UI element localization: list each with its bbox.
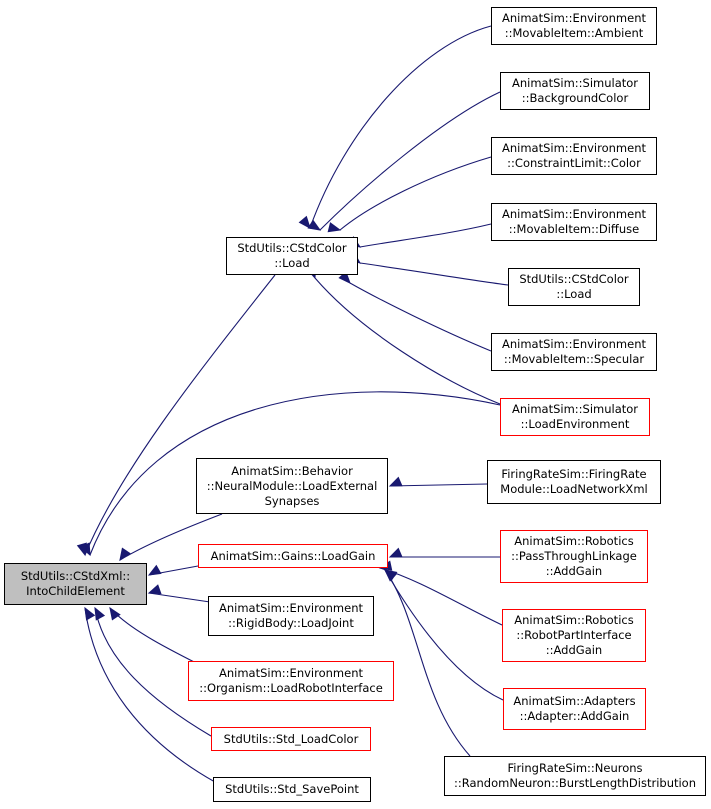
edge-specular <box>349 282 492 352</box>
edge-burst-length-arrowhead <box>383 569 398 581</box>
node-burst-length-line-2: ::RandomNeuron::BurstLengthDistribution <box>453 776 697 790</box>
edge-diffuse <box>359 223 492 248</box>
node-load-network-xml-line-1: FiringRateSim::FiringRate <box>501 467 647 481</box>
edge-burst-length <box>384 569 471 757</box>
node-load-gain[interactable]: AnimatSim::Gains::LoadGain <box>198 544 388 568</box>
edge-load-environment-color <box>314 277 501 405</box>
edge-ambient <box>309 25 492 229</box>
node-background-color-line-2: ::BackgroundColor <box>521 91 629 105</box>
edge-std-save-point-arrowhead <box>84 606 96 621</box>
node-constraint-color[interactable]: AnimatSim::Environment ::ConstraintLimit… <box>491 137 657 175</box>
edge-ambient-arrowhead <box>298 215 311 230</box>
node-cstdcolor-load-2-line-2: ::Load <box>556 287 592 301</box>
node-constraint-color-line-2: ::ConstraintLimit::Color <box>507 156 641 170</box>
node-cstdcolor-load-main[interactable]: StdUtils::CStdColor ::Load <box>226 237 358 275</box>
node-load-environment-line-2: ::LoadEnvironment <box>520 417 630 431</box>
node-load-environment-line-1: AnimatSim::Simulator <box>511 402 639 416</box>
edge-cstdcolor-root-arrowhead <box>76 542 87 557</box>
node-load-external-synapses[interactable]: AnimatSim::Behavior ::NeuralModule::Load… <box>196 458 388 514</box>
node-robot-part-add-gain-line-3: ::AddGain <box>545 643 603 657</box>
node-load-network-xml[interactable]: FiringRateSim::FiringRate Module::LoadNe… <box>487 460 661 504</box>
node-root: StdUtils::CStdXml:: IntoChildElement <box>4 563 147 605</box>
edge-std-save-point <box>84 607 216 783</box>
edge-load-network-xml-arrowhead <box>388 476 403 487</box>
node-constraint-color-line-1: AnimatSim::Environment <box>502 141 646 155</box>
node-adapter-add-gain[interactable]: AnimatSim::Adapters ::Adapter::AddGain <box>503 688 646 730</box>
edge-load-gain-arrowhead <box>147 564 162 576</box>
node-std-load-color-line-1: StdUtils::Std_LoadColor <box>223 731 359 746</box>
node-pass-through-add-gain[interactable]: AnimatSim::Robotics ::PassThroughLinkage… <box>500 530 648 583</box>
node-cstdcolor-load-2-line-1: StdUtils::CStdColor <box>519 272 629 286</box>
edge-adapter <box>384 569 504 701</box>
edge-load-joint <box>148 592 211 603</box>
edge-cstdcolor-load-2 <box>359 262 509 286</box>
edge-constraint-color-arrowhead <box>327 222 342 233</box>
node-cstdcolor-load-main-line-2: ::Load <box>274 256 310 270</box>
node-load-external-synapses-line-3: Synapses <box>264 493 320 508</box>
node-robot-part-add-gain-line-2: ::RobotPartInterface <box>516 628 632 642</box>
edge-cstdcolor-root <box>84 274 276 556</box>
edge-std-load-color-arrowhead <box>94 606 106 621</box>
node-adapter-add-gain-line-2: ::Adapter::AddGain <box>519 709 630 723</box>
edge-load-joint-arrowhead <box>147 584 162 595</box>
edge-load-environment-root <box>89 391 501 556</box>
edge-background-color <box>319 91 501 231</box>
node-pass-through-add-gain-line-3: ::AddGain <box>545 564 603 578</box>
node-pass-through-add-gain-line-2: ::PassThroughLinkage <box>511 549 637 563</box>
node-specular-line-1: AnimatSim::Environment <box>502 337 646 351</box>
node-load-environment[interactable]: AnimatSim::Simulator ::LoadEnvironment <box>500 398 650 436</box>
node-ambient[interactable]: AnimatSim::Environment ::MovableItem::Am… <box>491 7 657 45</box>
node-load-robot-interface-line-1: AnimatSim::Environment <box>219 666 363 680</box>
edge-constraint-color <box>339 156 492 231</box>
node-background-color[interactable]: AnimatSim::Simulator ::BackgroundColor <box>500 72 650 110</box>
node-diffuse-line-2: ::MovableItem::Diffuse <box>508 222 640 236</box>
node-load-robot-interface[interactable]: AnimatSim::Environment ::Organism::LoadR… <box>188 661 394 701</box>
node-ambient-line-1: AnimatSim::Environment <box>502 11 646 25</box>
node-load-joint-line-2: ::RigidBody::LoadJoint <box>228 616 354 630</box>
node-load-external-synapses-line-1: AnimatSim::Behavior <box>231 463 353 478</box>
node-cstdcolor-load-main-line-1: StdUtils::CStdColor <box>237 241 347 255</box>
node-specular[interactable]: AnimatSim::Environment ::MovableItem::Sp… <box>491 333 657 371</box>
node-diffuse-line-1: AnimatSim::Environment <box>502 207 646 221</box>
node-load-network-xml-line-2: Module::LoadNetworkXml <box>500 482 648 496</box>
node-ambient-line-2: ::MovableItem::Ambient <box>504 26 644 40</box>
node-std-save-point-line-1: StdUtils::Std_SavePoint <box>225 782 359 796</box>
node-specular-line-2: ::MovableItem::Specular <box>503 352 645 366</box>
node-load-joint[interactable]: AnimatSim::Environment ::RigidBody::Load… <box>208 596 374 636</box>
node-cstdcolor-load-2[interactable]: StdUtils::CStdColor ::Load <box>508 268 640 306</box>
edge-load-robot-interface-arrowhead <box>109 606 121 621</box>
edge-pass-through-arrowhead <box>388 547 403 558</box>
node-load-robot-interface-line-2: ::Organism::LoadRobotInterface <box>199 681 383 695</box>
node-adapter-add-gain-line-1: AnimatSim::Adapters <box>513 694 636 708</box>
node-burst-length-line-1: FiringRateSim::Neurons <box>507 761 643 775</box>
edge-robot-part <box>379 567 503 626</box>
node-robot-part-add-gain[interactable]: AnimatSim::Robotics ::RobotPartInterface… <box>502 609 646 662</box>
edge-std-load-color <box>94 607 212 737</box>
node-burst-length[interactable]: FiringRateSim::Neurons ::RandomNeuron::B… <box>444 756 706 796</box>
node-std-save-point[interactable]: StdUtils::Std_SavePoint <box>213 777 371 802</box>
node-load-gain-line-1: AnimatSim::Gains::LoadGain <box>210 548 376 563</box>
edge-load-network-xml <box>389 483 488 487</box>
node-load-external-synapses-line-2: ::NeuralModule::LoadExternal <box>206 478 378 493</box>
node-root-line-1: StdUtils::CStdXml:: <box>20 569 131 583</box>
node-root-line-2: IntoChildElement <box>26 584 125 598</box>
node-diffuse[interactable]: AnimatSim::Environment ::MovableItem::Di… <box>491 203 657 241</box>
edge-load-external-synapses <box>119 513 223 561</box>
node-robot-part-add-gain-line-1: AnimatSim::Robotics <box>514 613 634 627</box>
node-load-joint-line-1: AnimatSim::Environment <box>219 601 363 615</box>
node-background-color-line-1: AnimatSim::Simulator <box>511 76 639 90</box>
node-std-load-color[interactable]: StdUtils::Std_LoadColor <box>211 727 371 751</box>
edge-background-color-arrowhead <box>307 219 322 231</box>
edge-load-external-synapses-arrowhead <box>119 547 131 562</box>
node-pass-through-add-gain-line-1: AnimatSim::Robotics <box>514 534 634 548</box>
